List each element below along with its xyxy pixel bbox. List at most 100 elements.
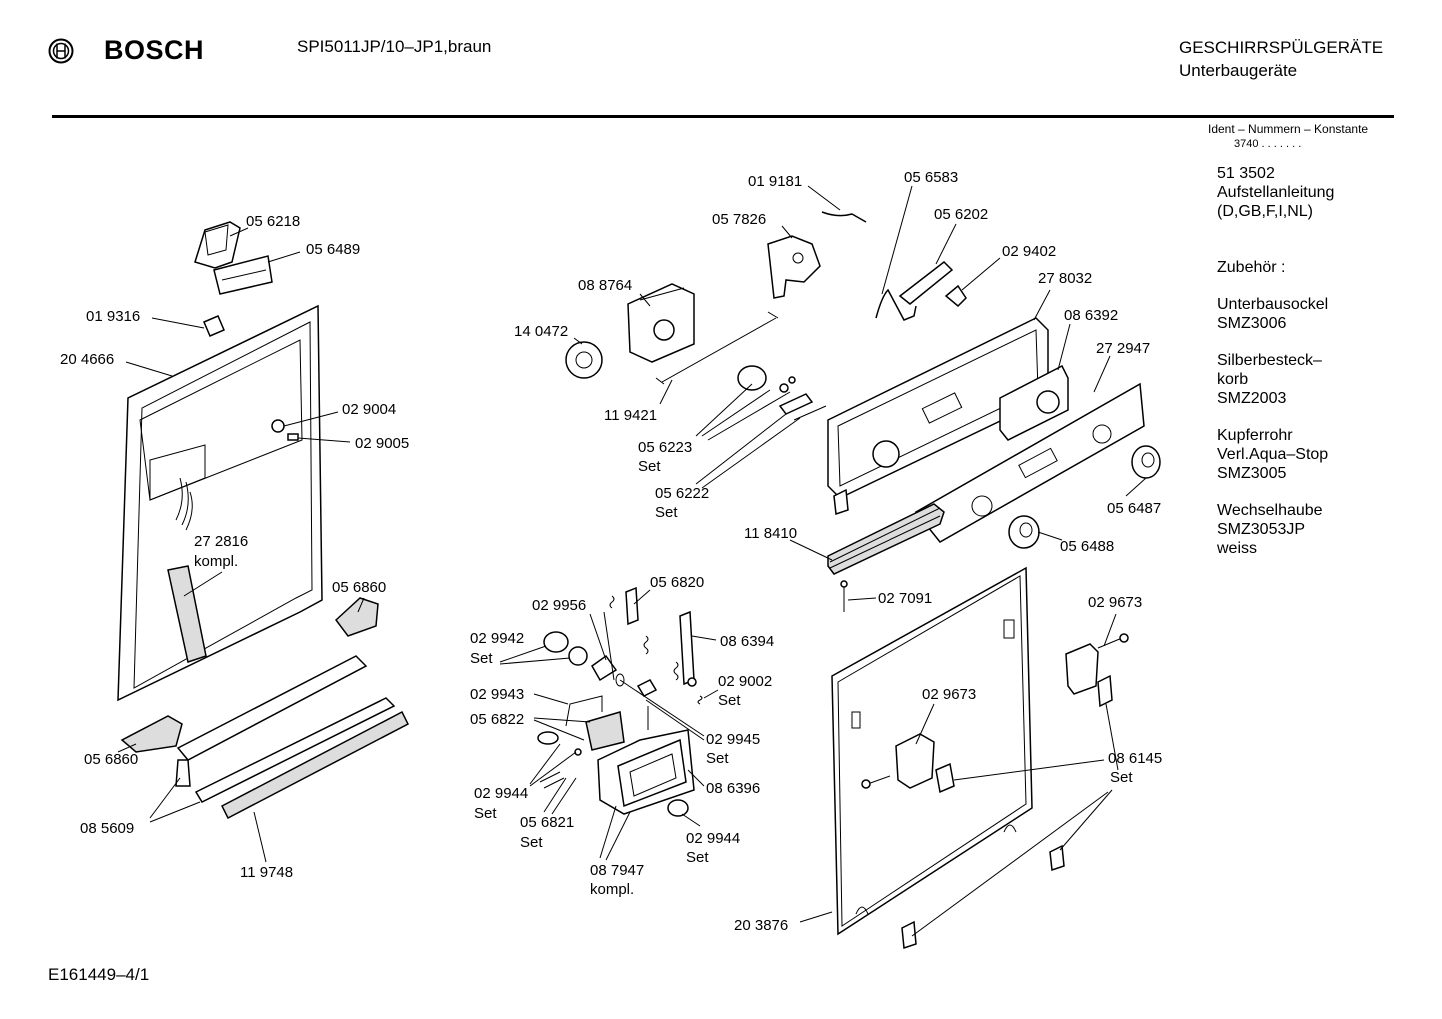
- label-203876: 20 3876: [734, 917, 788, 934]
- label-029004: 02 9004: [342, 401, 396, 418]
- label-set-f: Set: [474, 805, 497, 822]
- sidebar-line: SMZ3053JP: [1217, 521, 1306, 538]
- part-056860-cap-lower: [120, 715, 183, 753]
- label-056822: 05 6822: [470, 711, 524, 728]
- ident-value: 3740 . . . . . . .: [1234, 138, 1302, 150]
- ident-label: Ident – Nummern – Konstante: [1208, 122, 1369, 136]
- header-rule: [52, 115, 1394, 118]
- label-029945: 02 9945: [706, 731, 760, 748]
- part-029673-hinge-upper: [1065, 633, 1129, 695]
- part-119421-rod: [655, 311, 779, 385]
- sidebar-block-panel: Wechselhaube SMZ3053JP weiss: [1217, 501, 1323, 558]
- part-056218-bracket: [194, 221, 241, 269]
- label-086392: 08 6392: [1064, 307, 1118, 324]
- label-278032: 27 8032: [1038, 270, 1092, 287]
- part-118410-strip: [827, 503, 945, 575]
- part-140472-knob: [565, 341, 603, 379]
- label-140472: 14 0472: [514, 323, 568, 340]
- part-086394-lever: [679, 610, 697, 687]
- sidebar-line: Silberbesteck–: [1217, 352, 1322, 369]
- label-kompl-b: kompl.: [590, 881, 634, 898]
- part-056583-cable: [875, 288, 917, 321]
- label-029943: 02 9943: [470, 686, 524, 703]
- sidebar-block-copper-pipe: Kupferrohr Verl.Aqua–Stop SMZ3005: [1217, 426, 1328, 483]
- label-029673-upper: 02 9673: [1088, 594, 1142, 611]
- label-029944-a: 02 9944: [474, 785, 528, 802]
- label-029673-lower: 02 9673: [922, 686, 976, 703]
- part-029943-wire: [565, 695, 603, 727]
- part-027091-screw: [840, 580, 848, 612]
- leader-lines-dispenser: [499, 589, 719, 861]
- part-029673-hinge-lower: [861, 733, 935, 789]
- sidebar-line: Unterbausockel: [1217, 296, 1329, 313]
- leader-lines-center-top: [573, 185, 841, 489]
- part-029402-clip: [944, 284, 967, 308]
- label-056222: 05 6222: [655, 485, 709, 502]
- category-title: GESCHIRRSPÜLGERÄTE: [1179, 38, 1384, 57]
- label-056860-lower: 05 6860: [84, 751, 138, 768]
- label-204666: 20 4666: [60, 351, 114, 368]
- label-056860-upper: 05 6860: [332, 579, 386, 596]
- label-027091: 02 7091: [878, 590, 932, 607]
- leader-lines-panel: [789, 185, 1147, 601]
- sidebar-block-accessories: Zubehör :: [1217, 258, 1285, 277]
- sidebar-line: SMZ2003: [1217, 390, 1287, 407]
- leader-lines-left: [117, 227, 365, 863]
- category-subtitle: Unterbaugeräte: [1179, 61, 1298, 80]
- leader-lines-door: [799, 613, 1119, 937]
- sidebar-line: Zubehör :: [1217, 259, 1286, 276]
- label-056202: 05 6202: [934, 206, 988, 223]
- label-056487: 05 6487: [1107, 500, 1161, 517]
- part-086145-clip-c: [1049, 844, 1065, 872]
- label-119748: 11 9748: [240, 864, 293, 881]
- label-056488: 05 6488: [1060, 538, 1114, 555]
- sidebar-line: Wechselhaube: [1217, 502, 1323, 519]
- model-number: SPI5011JP/10–JP1,braun: [297, 37, 492, 56]
- part-088764-timer: [627, 283, 695, 363]
- part-272947-front-panel: [914, 382, 1145, 543]
- part-086392-module: [999, 364, 1069, 441]
- label-088764: 08 8764: [578, 277, 632, 294]
- label-set-d: Set: [718, 692, 741, 709]
- part-087947-dispenser: [537, 706, 695, 815]
- part-029944-cap: [667, 799, 689, 817]
- part-119748-strip: [220, 710, 410, 820]
- part-057826-lock: [767, 235, 821, 299]
- part-086145-clip-a: [935, 762, 955, 794]
- label-set-g: Set: [520, 834, 543, 851]
- part-056822-lid: [585, 711, 625, 751]
- part-056860-cap-upper: [334, 597, 379, 637]
- sidebar-line: Aufstellanleitung: [1217, 184, 1335, 201]
- part-056223-switch: [737, 365, 796, 393]
- label-029942: 02 9942: [470, 630, 524, 647]
- part-056202-sensor: [898, 261, 954, 305]
- part-085609-trim: [175, 655, 396, 803]
- label-set-e: Set: [706, 750, 729, 767]
- part-labels: 05 6218 05 6489 01 9316 20 4666 02 9004 …: [60, 169, 1162, 934]
- label-029402: 02 9402: [1002, 243, 1056, 260]
- label-kompl-a: kompl.: [194, 553, 238, 570]
- label-set-c: Set: [470, 650, 493, 667]
- label-087947: 08 7947: [590, 862, 644, 879]
- sidebar-line: korb: [1217, 371, 1249, 388]
- part-019316: [203, 315, 225, 337]
- label-272816: 27 2816: [194, 533, 248, 550]
- part-019181-cable: [821, 211, 867, 223]
- bosch-logo-icon: [48, 38, 74, 64]
- label-056820: 05 6820: [650, 574, 704, 591]
- label-056583: 05 6583: [904, 169, 958, 186]
- brand-name: BOSCH: [104, 35, 205, 65]
- label-set-b: Set: [655, 504, 678, 521]
- label-272947: 27 2947: [1096, 340, 1150, 357]
- part-springs: [636, 635, 703, 705]
- sidebar-line: Verl.Aqua–Stop: [1217, 446, 1329, 463]
- sidebar-line: SMZ3005: [1217, 465, 1287, 482]
- label-119421: 11 9421: [604, 407, 657, 424]
- label-056821: 05 6821: [520, 814, 574, 831]
- sidebar-line: 51 3502: [1217, 165, 1275, 182]
- label-029002: 02 9002: [718, 673, 772, 690]
- part-056489-clip: [213, 255, 273, 295]
- part-029956-parts: [543, 631, 625, 687]
- part-056820-bracket: [609, 586, 639, 626]
- part-204666-inner-door: [117, 304, 323, 702]
